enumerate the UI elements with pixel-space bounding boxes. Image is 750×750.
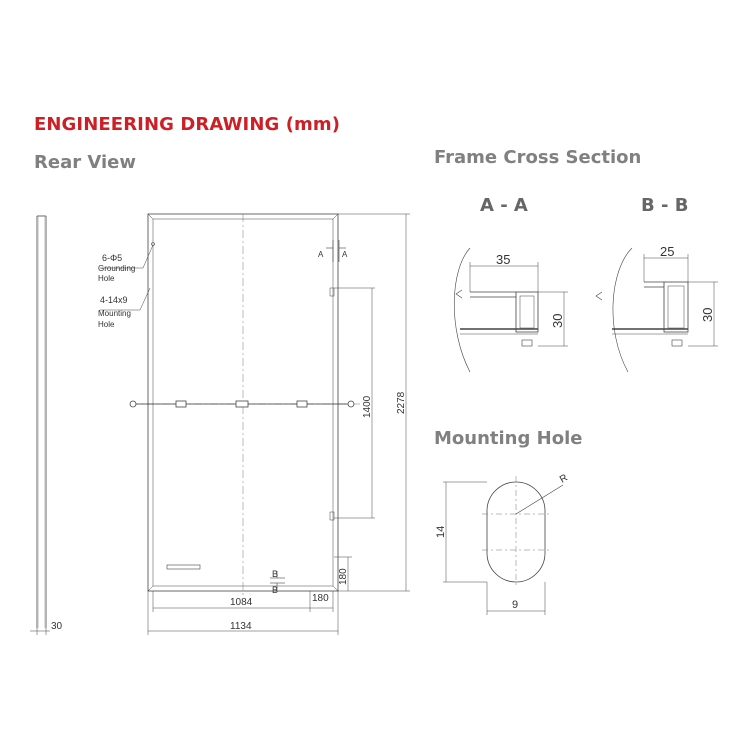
height-dimension bbox=[338, 213, 410, 592]
drawing-title: ENGINEERING DRAWING (mm) bbox=[34, 114, 341, 135]
total-width-value: 1134 bbox=[230, 621, 252, 632]
mounting-hole-radius: R bbox=[558, 472, 570, 485]
thickness-value: 30 bbox=[51, 621, 63, 632]
junction-box-cables bbox=[129, 400, 355, 408]
section-aa-profile bbox=[453, 247, 568, 373]
mounting-count-text: 4-14x9 bbox=[100, 295, 128, 305]
mounting-hole-marker-top bbox=[329, 287, 335, 297]
inner-width-dimension bbox=[152, 591, 334, 612]
frame-cross-section-heading: Frame Cross Section bbox=[434, 147, 642, 168]
thickness-dimension bbox=[30, 628, 50, 635]
section-b-bottom: B bbox=[272, 585, 278, 595]
rear-view bbox=[30, 213, 410, 635]
mounting-label-line1: Mounting bbox=[98, 309, 131, 318]
section-aa-label: A - A bbox=[480, 195, 528, 216]
mounting-hole-heading: Mounting Hole bbox=[434, 428, 583, 449]
mounting-hole-marker-bottom bbox=[329, 511, 335, 521]
mounting-label-line2: Hole bbox=[98, 320, 115, 329]
section-a-right: A bbox=[342, 250, 348, 259]
bottom-offset-value: 180 bbox=[338, 568, 349, 585]
grounding-label-line1: Grounding bbox=[98, 264, 135, 273]
section-a-mark bbox=[326, 240, 346, 262]
side-offset-value: 180 bbox=[312, 593, 329, 604]
section-bb-width: 25 bbox=[660, 244, 674, 259]
mounting-hole-width: 9 bbox=[512, 599, 518, 611]
hole-spacing-value: 1400 bbox=[362, 395, 373, 418]
inner-width-value: 1084 bbox=[230, 597, 253, 608]
total-width-dimension bbox=[147, 591, 339, 635]
side-profile bbox=[36, 215, 47, 628]
section-a-left: A bbox=[318, 250, 324, 259]
grounding-count-text: 6-Φ5 bbox=[102, 253, 122, 263]
bottom-offset-dimension bbox=[334, 556, 352, 591]
hole-spacing-dimension bbox=[334, 287, 375, 519]
grounding-label-line2: Hole bbox=[98, 274, 115, 283]
section-b-mark bbox=[270, 571, 285, 590]
rear-view-heading: Rear View bbox=[34, 152, 136, 173]
section-bb-label: B - B bbox=[641, 195, 689, 216]
section-bb-height: 30 bbox=[700, 308, 715, 322]
section-b-top: B bbox=[272, 569, 278, 579]
section-aa-height: 30 bbox=[550, 314, 565, 328]
height-value: 2278 bbox=[396, 391, 407, 414]
grounding-leader bbox=[100, 244, 154, 269]
section-aa-width: 35 bbox=[496, 252, 510, 267]
label-plate bbox=[166, 564, 201, 570]
mounting-hole-height: 14 bbox=[435, 526, 447, 538]
section-bb-profile bbox=[595, 247, 718, 373]
mounting-leader bbox=[100, 287, 151, 311]
mounting-hole-detail bbox=[443, 476, 564, 615]
